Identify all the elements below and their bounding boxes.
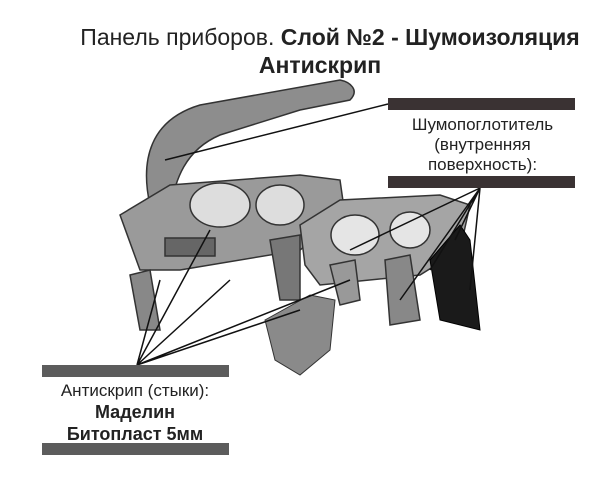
left-label-line-1: Антискрип (стыки):: [60, 381, 210, 400]
title-line-1: Панель приборов. Слой №2 - Шумоизоляция: [30, 24, 600, 51]
left-label-line-2: Маделин: [94, 402, 176, 422]
dashboard-top-cover: [145, 79, 355, 211]
left-label-line-3: Битопласт 5мм: [66, 424, 204, 444]
insulation-panel: [429, 224, 481, 331]
right-top-bar: [388, 98, 575, 110]
left-bottom-bar: [42, 443, 229, 455]
right-bottom-bar: [388, 176, 575, 188]
title-bold: Слой №2 - Шумоизоляция: [280, 24, 580, 50]
title-normal: Панель приборов.: [80, 24, 281, 50]
title-line-2: Антискрип: [258, 52, 382, 78]
left-label: Антискрип (стыки): Маделин Битопласт 5мм: [35, 381, 235, 445]
leader-lines: [136, 103, 481, 366]
side-panel-left: [264, 294, 336, 376]
left-top-bar: [42, 365, 229, 377]
right-label-line-1: Шумопоглотитель: [411, 115, 554, 134]
right-label-line-2: (внутренняя: [434, 135, 531, 154]
right-label: Шумопоглотитель (внутренняя поверхность)…: [380, 115, 585, 175]
right-label-line-3: поверхность):: [427, 155, 538, 174]
